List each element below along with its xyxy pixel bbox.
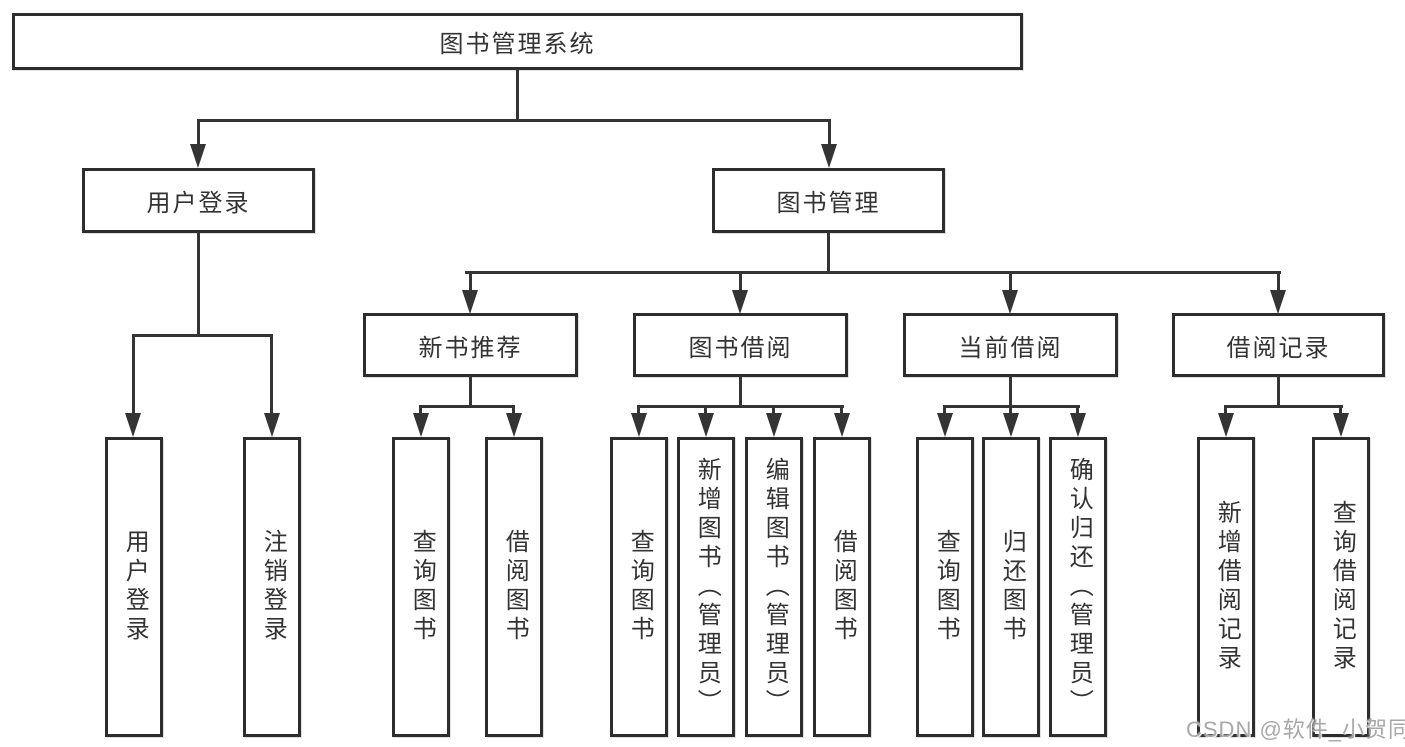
connector-bookmgmt-stem <box>827 232 830 273</box>
connector-userlogin-hbar <box>132 334 273 337</box>
arrow-down-icon <box>125 413 141 437</box>
arrow-down-icon <box>1003 413 1019 437</box>
arrow-down-icon <box>264 413 280 437</box>
node-current-borrow: 当前借阅 <box>903 313 1118 377</box>
connector-bookmgmt-drop-3 <box>1009 271 1012 293</box>
connector-newbook-stem <box>469 376 472 407</box>
arrow-down-icon <box>506 413 522 437</box>
connector-userlogin-drop-1 <box>132 334 135 415</box>
connector-root-stem <box>516 69 519 121</box>
node-book-borrow: 图书借阅 <box>633 313 848 377</box>
arrow-down-icon <box>766 413 782 437</box>
node-book-management: 图书管理 <box>712 168 945 233</box>
arrow-down-icon <box>190 144 206 168</box>
connector-borrow-drop-1 <box>637 405 640 415</box>
arrow-down-icon <box>698 413 714 437</box>
arrow-down-icon <box>1002 290 1018 314</box>
leaf-add-borrow-record: 新增借阅记录 <box>1197 437 1255 737</box>
node-new-book-recommend: 新书推荐 <box>363 313 578 377</box>
connector-current-drop-3 <box>1076 405 1079 415</box>
connector-current-drop-1 <box>943 405 946 415</box>
connector-borrow-stem <box>739 376 742 407</box>
csdn-watermark: CSDN @软件_小贺同学 <box>1186 717 1405 742</box>
leaf-query-books-2: 查询图书 <box>610 437 668 737</box>
connector-userlogin-drop-2 <box>270 334 273 415</box>
connector-bookmgmt-drop-1 <box>469 271 472 293</box>
arrow-down-icon <box>732 290 748 314</box>
leaf-edit-books-admin: 编辑图书（管理员） <box>745 437 803 737</box>
arrow-down-icon <box>413 413 429 437</box>
node-borrow-records: 借阅记录 <box>1172 313 1385 377</box>
leaf-query-books-3: 查询图书 <box>916 437 974 737</box>
connector-records-drop-2 <box>1339 405 1342 415</box>
leaf-add-books-admin: 新增图书（管理员） <box>677 437 735 737</box>
connector-newbook-drop-1 <box>419 405 422 415</box>
arrow-down-icon <box>462 290 478 314</box>
arrow-down-icon <box>1070 413 1086 437</box>
connector-bookmgmt-drop-4 <box>1277 271 1280 293</box>
connector-bookmgmt-drop-2 <box>739 271 742 293</box>
leaf-user-login: 用户登录 <box>105 437 163 737</box>
connector-root-drop-left <box>197 119 200 146</box>
arrow-down-icon <box>834 413 850 437</box>
leaf-borrow-books-2: 借阅图书 <box>813 437 871 737</box>
arrow-down-icon <box>937 413 953 437</box>
connector-current-stem <box>1009 376 1012 407</box>
node-user-login: 用户登录 <box>82 168 315 233</box>
arrow-down-icon <box>1218 413 1234 437</box>
connector-records-stem <box>1277 376 1280 407</box>
leaf-borrow-books-1: 借阅图书 <box>485 437 543 737</box>
connector-root-hbar <box>197 119 831 122</box>
leaf-return-books: 归还图书 <box>982 437 1040 737</box>
connector-bookmgmt-hbar <box>465 271 1281 274</box>
connector-userlogin-stem <box>197 232 200 336</box>
node-root-library-system: 图书管理系统 <box>12 13 1023 70</box>
connector-borrow-hbar <box>637 405 844 408</box>
arrow-down-icon <box>821 144 837 168</box>
connector-root-drop-right <box>828 119 831 146</box>
leaf-query-books-1: 查询图书 <box>392 437 450 737</box>
connector-borrow-drop-3 <box>772 405 775 415</box>
connector-borrow-drop-4 <box>840 405 843 415</box>
connector-records-drop-1 <box>1224 405 1227 415</box>
leaf-confirm-return-admin: 确认归还（管理员） <box>1049 437 1107 737</box>
connector-borrow-drop-2 <box>704 405 707 415</box>
connector-newbook-hbar <box>419 405 515 408</box>
connector-current-drop-2 <box>1009 405 1012 415</box>
leaf-logout: 注销登录 <box>243 437 301 737</box>
leaf-query-borrow-record: 查询借阅记录 <box>1312 437 1370 737</box>
arrow-down-icon <box>631 413 647 437</box>
arrow-down-icon <box>1333 413 1349 437</box>
arrow-down-icon <box>1270 290 1286 314</box>
connector-records-hbar <box>1224 405 1343 408</box>
connector-newbook-drop-2 <box>512 405 515 415</box>
